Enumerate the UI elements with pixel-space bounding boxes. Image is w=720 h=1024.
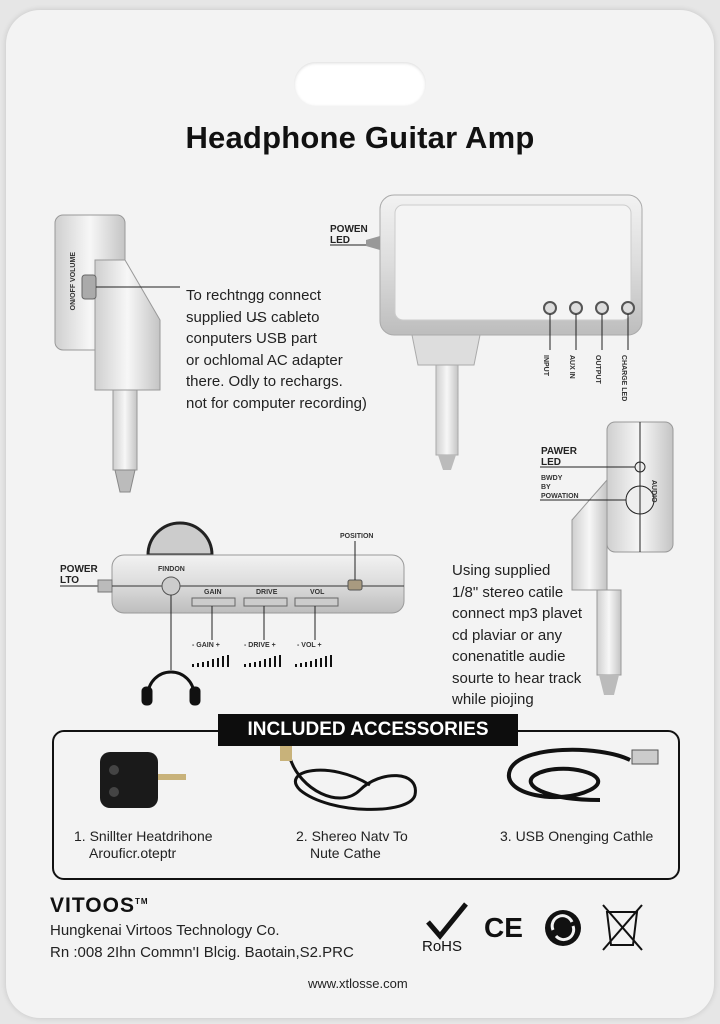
recycle-icon bbox=[545, 910, 581, 946]
brand-logo: VITOOSTM bbox=[50, 894, 149, 917]
side-amp bbox=[54, 214, 180, 493]
slider-label-gain: GAIN bbox=[204, 589, 222, 596]
audio-vertical-label: AUDIO bbox=[650, 480, 657, 503]
splitter-adapter-image bbox=[100, 752, 186, 808]
right-amp bbox=[540, 421, 674, 695]
horizontal-amp bbox=[60, 521, 405, 670]
charging-line: supplied U̶S cableto bbox=[186, 308, 320, 326]
website: www.xtlosse.com bbox=[308, 976, 408, 991]
slider-range-vol: - VOL + bbox=[297, 642, 322, 649]
weee-bin-icon bbox=[602, 904, 643, 951]
charging-line: or ochlomal AC adapter bbox=[186, 351, 343, 369]
slider-range-gain: - GAIN + bbox=[192, 642, 220, 649]
charging-instructions: To rechtngg connect supplied U̶S cableto… bbox=[186, 285, 367, 414]
audio-line: conenatitle audie bbox=[452, 648, 566, 665]
jack-label: CHARGE LED bbox=[620, 355, 627, 402]
top-amp bbox=[330, 194, 643, 470]
charging-line: there. Odly to rechargs. bbox=[186, 373, 343, 390]
audio-line: 1/8" stereo catile bbox=[452, 583, 564, 601]
jack-label: INPUT bbox=[542, 355, 549, 376]
charging-line: To rechtngg connect bbox=[186, 287, 322, 304]
audio-line: sourte to hear track bbox=[452, 669, 582, 687]
audio-line: while piojing bbox=[452, 691, 534, 708]
accessories-heading: INCLUDED ACCESSORIES bbox=[218, 714, 518, 746]
slider-label-drive: DRIVE bbox=[256, 589, 278, 596]
rohs-label: RoHS bbox=[422, 938, 463, 955]
company-address: Rn :008 2Ihn Commn'I Blcig. Baotain,S2.P… bbox=[50, 944, 354, 961]
jack-label: OUTPUT bbox=[594, 355, 601, 384]
audio-line: Using supplied bbox=[452, 562, 551, 579]
side-vertical-label: ON/OFF VOLUME bbox=[70, 252, 77, 311]
slider-range-drive: - DRIVE + bbox=[244, 642, 276, 649]
audio-line: connect mp3 plavet bbox=[452, 605, 583, 622]
stereo-cable-image bbox=[280, 745, 417, 811]
hang-hole bbox=[294, 62, 426, 106]
rohs-check-icon bbox=[426, 902, 468, 940]
usb-cable-image bbox=[506, 747, 659, 802]
company-name: Hungkenai Virtoos Technology Co. bbox=[50, 922, 280, 939]
knob-label: FINDON bbox=[158, 566, 185, 573]
charging-line: conputers USB part bbox=[186, 330, 317, 347]
switch-label: POSITION bbox=[340, 533, 374, 540]
slider-label-vol: VOL bbox=[310, 589, 325, 596]
accessory-item: 3. USB Onenging Cathle bbox=[500, 828, 654, 844]
audio-line: cd plaviar or any bbox=[452, 626, 563, 644]
ce-mark: CE bbox=[484, 912, 523, 943]
charging-line: not for computer recording) bbox=[186, 394, 367, 412]
audio-instructions: Using supplied 1/8" stereo catile connec… bbox=[452, 560, 582, 711]
level-bars bbox=[192, 655, 332, 667]
headphones-icon bbox=[141, 670, 201, 706]
jack-label: AUX IN bbox=[568, 355, 575, 379]
product-title: Headphone Guitar Amp bbox=[185, 120, 535, 155]
